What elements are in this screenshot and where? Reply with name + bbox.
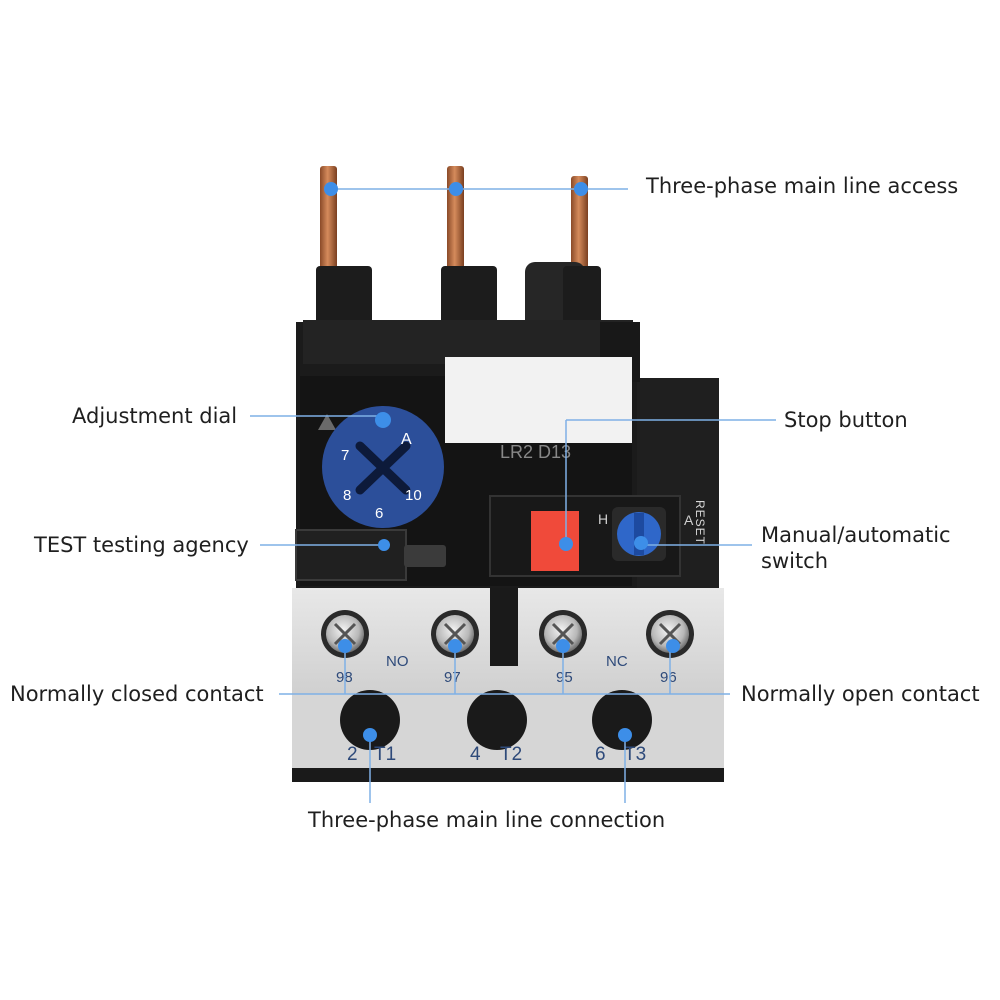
dial-mark-7: 7 (341, 447, 349, 464)
main-terminal-6: 6 (595, 744, 606, 765)
main-terminal-4: 4 (470, 744, 481, 765)
callout-dot (559, 537, 573, 551)
callout-stop-button: Stop button (784, 408, 908, 432)
callout-dot (618, 728, 632, 742)
model-label: LR2 D13 (500, 442, 571, 462)
callout-dot (574, 182, 588, 196)
main-terminal-t3: T3 (624, 744, 646, 765)
main-terminal-t2: T2 (500, 744, 522, 765)
switch-a-label: A (684, 512, 694, 528)
dial-mark-a: A (401, 431, 412, 448)
main-terminal-t1: T1 (374, 744, 396, 765)
callout-dot (338, 639, 352, 653)
callout-dot (634, 536, 648, 550)
aux-terminal-97: 97 (444, 669, 461, 686)
callout-dot (375, 412, 391, 428)
callout-manual-automatic-switch: Manual/automatic switch (761, 522, 951, 574)
callout-normally-closed-contact: Normally closed contact (10, 682, 264, 706)
adjustment-dial[interactable]: A 7 8 6 10 (322, 406, 444, 528)
callout-main-line-connection: Three-phase main line connection (308, 808, 666, 832)
test-lever[interactable] (404, 545, 446, 567)
relay-housing: LR2 D13 (295, 262, 719, 592)
dial-mark-10: 10 (405, 487, 422, 504)
callout-switch-line-1: Manual/automatic (761, 523, 951, 547)
dial-mark-8: 8 (343, 487, 351, 504)
manual-automatic-switch[interactable] (612, 507, 666, 561)
contact-nc-label: NC (606, 653, 628, 670)
callout-normally-open-contact: Normally open contact (741, 682, 980, 706)
callout-main-line-access: Three-phase main line access (646, 174, 959, 198)
callout-dot (448, 639, 462, 653)
callout-dot (363, 728, 377, 742)
callout-dot (666, 639, 680, 653)
callout-dot (378, 539, 390, 551)
aux-terminal-96: 96 (660, 669, 677, 686)
callout-dot (324, 182, 338, 196)
callout-lines (250, 188, 776, 803)
reset-label: RESET (693, 500, 707, 545)
callout-switch-line-2: switch (761, 549, 829, 573)
aux-terminal-95: 95 (556, 669, 573, 686)
contact-no-label: NO (386, 653, 409, 670)
callout-dot (449, 182, 463, 196)
callout-dots (324, 182, 680, 742)
main-terminal-2: 2 (347, 744, 358, 765)
dial-mark-6: 6 (375, 505, 383, 522)
callout-test-agency: TEST testing agency (34, 533, 249, 557)
callout-adjustment-dial: Adjustment dial (72, 404, 238, 428)
switch-h-label: H (598, 511, 608, 527)
callout-dot (556, 639, 570, 653)
